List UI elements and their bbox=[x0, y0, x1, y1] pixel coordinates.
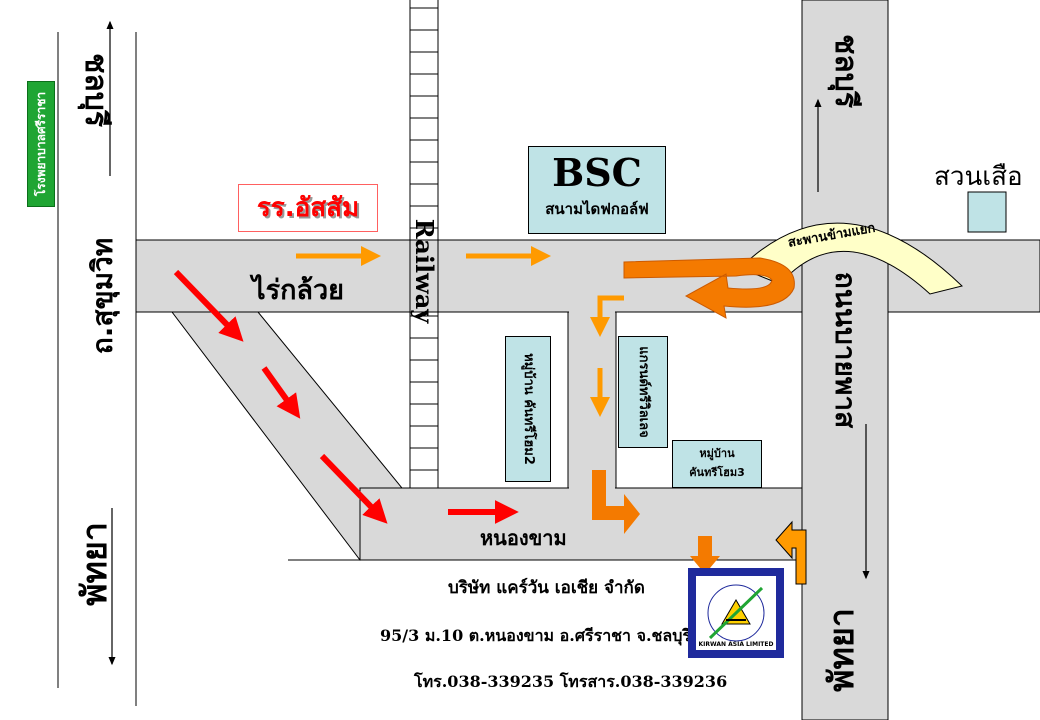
u-turn-arrow bbox=[623, 257, 795, 319]
bottom-right-destination-label: พัทยา bbox=[822, 608, 862, 692]
soi-road bbox=[567, 311, 617, 489]
flyover-bridge bbox=[739, 222, 963, 295]
bypass-road bbox=[801, 0, 889, 720]
sukhumvit-label: ถ.สุขุมวิท bbox=[86, 237, 119, 355]
country-home-2-label: หมู่บ้าน คันทรีโฮม2 bbox=[521, 353, 536, 465]
top-left-destination-label: ชลบุรี bbox=[78, 53, 113, 127]
bsc-box: BSC สนามไดฟกอล์ฟ bbox=[528, 146, 666, 234]
bypass-label: ถนนบายพาส bbox=[829, 271, 862, 429]
orange-arrow bbox=[590, 295, 624, 337]
bottom-left-destination-label: พัทยา bbox=[75, 522, 115, 606]
suan-suea-label: สวนเสือ bbox=[934, 162, 1023, 192]
company-name: บริษัท แคร์วัน เอเชีย จำกัด bbox=[448, 578, 645, 598]
hospital-sign-text: โรงพยาบาลศรีราชา bbox=[34, 91, 48, 197]
red-route-arrows bbox=[173, 269, 519, 524]
hospital-sign: โรงพยาบาลศรีราชา bbox=[27, 81, 55, 207]
suan-suea-marker bbox=[967, 191, 1007, 233]
red-arrow bbox=[173, 269, 244, 342]
school-text: รร.อัสสัม bbox=[256, 193, 360, 223]
country-home-2-box: หมู่บ้าน คันทรีโฮม2 bbox=[505, 336, 551, 482]
sukhumvit-road bbox=[57, 20, 137, 706]
company-address: 95/3 ม.10 ต.หนองขาม อ.ศรีราชา จ.ชลบุรี 2… bbox=[380, 626, 753, 645]
country-home-3-box: หมู่บ้าน คันทรีโฮม3 bbox=[672, 440, 762, 488]
school-label: รร.อัสสัม bbox=[238, 184, 378, 232]
railway-label: Railway bbox=[410, 218, 439, 324]
kirwan-logo-inner: KIRWAN ASIA LIMITED bbox=[696, 576, 776, 650]
top-right-destination-label: ชลบุรี bbox=[828, 34, 863, 108]
kirwan-logo-emblem bbox=[707, 584, 765, 642]
red-arrow bbox=[261, 366, 301, 419]
kirwan-logo-text: KIRWAN ASIA LIMITED bbox=[698, 641, 774, 648]
roads bbox=[135, 0, 1040, 720]
orange-route-arrows bbox=[296, 246, 807, 585]
rai-kluai-label: ไร่กล้วย bbox=[252, 275, 344, 306]
bsc-subtitle: สนามไดฟกอล์ฟ bbox=[545, 200, 649, 218]
red-arrow bbox=[319, 453, 388, 524]
down-arrow bbox=[690, 536, 720, 574]
bsc-title: BSC bbox=[552, 150, 642, 195]
railway-track bbox=[409, 0, 439, 488]
country-home-3-line2: คันทรีโฮม3 bbox=[689, 466, 745, 479]
company-contact: โทร.038-339235 โทรสาร.038-339236 bbox=[414, 672, 728, 691]
nong-kham-road bbox=[359, 487, 803, 561]
nong-kham-label: หนองขาม bbox=[480, 526, 567, 550]
turn-right-arrow bbox=[592, 470, 640, 534]
left-turn-arrow bbox=[775, 520, 807, 585]
grand-ville-box: แกรนด์ทรีวิลเลจ bbox=[618, 336, 668, 448]
grand-ville-label: แกรนด์ทรีวิลเลจ bbox=[636, 346, 651, 438]
kirwan-logo: KIRWAN ASIA LIMITED bbox=[688, 568, 784, 658]
country-home-3-line1: หมู่บ้าน bbox=[699, 447, 735, 460]
